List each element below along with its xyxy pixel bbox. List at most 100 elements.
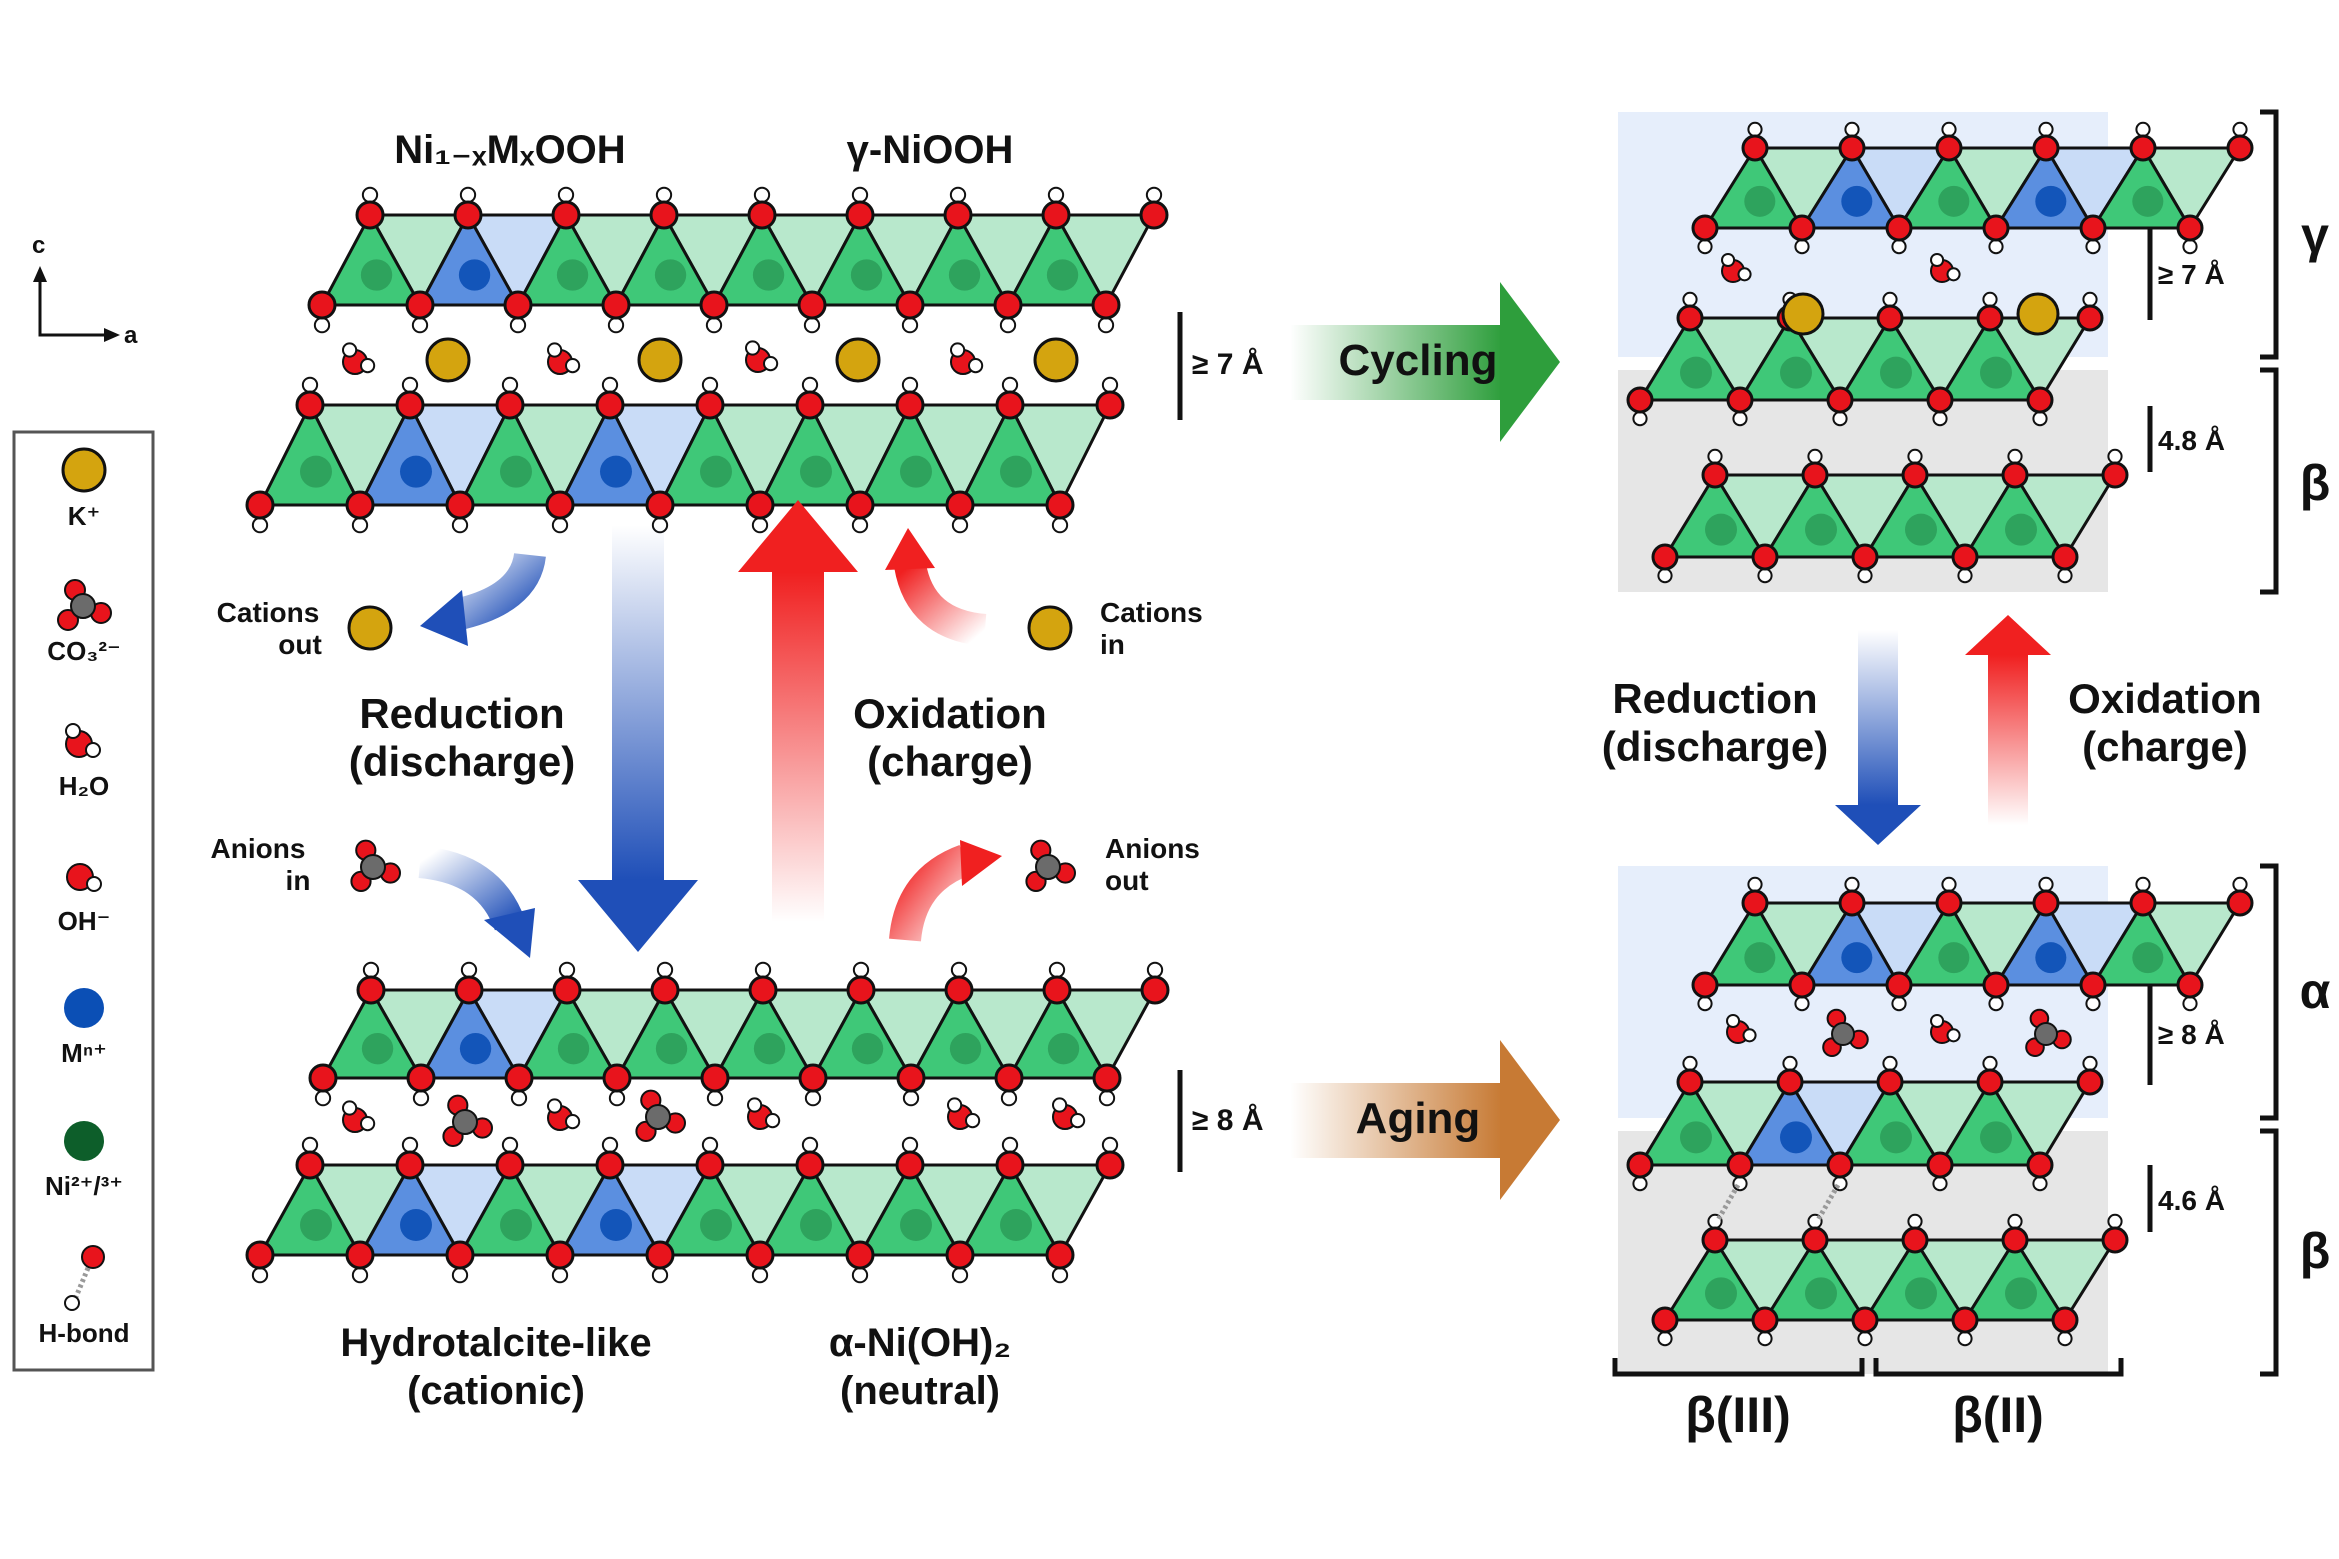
oxygen-atom [745, 490, 775, 520]
hydrogen-atom [801, 376, 819, 394]
water-hydrogen [765, 1113, 781, 1129]
right-alpha-upper-layer [1691, 876, 2254, 1012]
octahedron-face [320, 986, 424, 1080]
hydrogen-atom [510, 1090, 528, 1107]
oxidation-label-left-line1: Oxidation [853, 690, 1047, 737]
water-hydrogen [1721, 252, 1736, 268]
cations-in-arrow [885, 528, 987, 646]
hydrogen-atom [1707, 448, 1723, 464]
ni-ion [2005, 513, 2037, 546]
oxygen-atom [1741, 889, 1769, 917]
oxygen-atom [1041, 200, 1071, 230]
k-ion [2016, 292, 2060, 336]
legend-ni-ion-label: Ni²⁺/³⁺ [45, 1171, 123, 1201]
oxidation-label-right-line1: Oxidation [2068, 675, 2262, 722]
hydrogen-atom [2085, 239, 2101, 255]
oxygen-atom [1676, 304, 1704, 332]
ni-ion [753, 1032, 786, 1065]
oxygen-atom [798, 1063, 828, 1093]
beta-iii-bracket [1612, 1358, 1865, 1377]
oxygen-atom [1826, 1151, 1854, 1179]
hydrogen-atom [1882, 1055, 1898, 1072]
oxygen-atom [1691, 971, 1719, 999]
hydrogen-atom [401, 376, 419, 394]
oxygen-atom [1876, 1068, 1904, 1096]
ni-ion [1980, 1121, 2012, 1154]
oxygen-atom [355, 200, 385, 230]
octahedron-face [809, 211, 913, 307]
water-hydrogen [1070, 1113, 1086, 1129]
oxygen-atom [945, 1240, 975, 1270]
hydrogen-atom [1957, 1331, 1973, 1347]
cations-in-label-line1: Cations [1100, 597, 1203, 628]
anions-out-arrow [889, 840, 1002, 942]
hydrogen-atom [1982, 1055, 1998, 1072]
hydrogen-atom [655, 186, 673, 204]
anions-out-label-line2: out [1105, 865, 1149, 896]
oxygen-atom [649, 200, 679, 230]
oxygen-atom [2101, 461, 2129, 489]
oxygen-atom [2051, 543, 2079, 571]
oxidation-arrow-right [1965, 615, 2051, 825]
hydrogen-atom [1098, 1090, 1116, 1107]
octahedron-face [711, 211, 815, 307]
hydrogen-atom [2182, 996, 2198, 1012]
water-molecule [1726, 1013, 1757, 1044]
hydrogen-atom [301, 376, 319, 394]
right-alpha-lower-layer [1626, 1055, 2104, 1192]
ni-ion [700, 1209, 732, 1241]
oxygen-atom [2226, 889, 2254, 917]
oxygen-atom [395, 390, 425, 420]
hydrogen-atom [1001, 1136, 1019, 1153]
hydrogen-atom [1988, 996, 2004, 1012]
oxygen-atom [895, 1150, 925, 1180]
legend-water-icon [65, 723, 101, 758]
oxygen-atom [1045, 1240, 1075, 1270]
hydrogen-atom [949, 186, 967, 204]
h-bond [1715, 1183, 1741, 1222]
oxygen-atom [945, 490, 975, 520]
cations-out-arrow [420, 552, 546, 646]
m-ion [400, 455, 432, 488]
hydrogen-atom [1932, 411, 1948, 427]
octahedron-face [712, 986, 816, 1080]
hydrogen-atom [2135, 876, 2151, 893]
ni-ion [1680, 1121, 1712, 1154]
hydrogen-atom [2032, 1176, 2048, 1192]
oxygen-atom [1935, 134, 1963, 162]
oxygen-atom [245, 1240, 275, 1270]
oxygen-atom [1751, 1306, 1779, 1334]
hydrogen-atom [362, 961, 380, 978]
oxygen-atom [1651, 1306, 1679, 1334]
oxygen-atom [1095, 390, 1125, 420]
hydrogen-atom [901, 1136, 919, 1153]
legend-hydroxide-icon [66, 863, 102, 892]
oxygen-atom [445, 1240, 475, 1270]
hydrogen-atom [1932, 1176, 1948, 1192]
octahedron-face [1737, 315, 1843, 402]
title-gamma-niooh: γ-NiOOH [847, 128, 1014, 172]
oxidation-label-left-line2: (charge) [867, 738, 1033, 785]
octahedron-face [757, 401, 863, 507]
octahedron-face [857, 1161, 963, 1257]
water-molecule [950, 342, 984, 375]
m-ion [458, 259, 491, 291]
oxygen-atom [1701, 1226, 1729, 1254]
octahedron-face [357, 401, 463, 507]
m-ion [1841, 942, 1873, 974]
oxygen-atom [1976, 304, 2004, 332]
legend-carbonate-icon [57, 579, 112, 631]
water-molecule [1052, 1097, 1086, 1130]
water-hydrogen [965, 1113, 981, 1129]
oxygen-atom [1951, 1306, 1979, 1334]
hydrogen-atom [2082, 291, 2098, 307]
octahedron-face [515, 211, 619, 307]
oxidation-arrow-left [738, 500, 858, 922]
hydrogen-atom [460, 961, 478, 978]
hydrogen-atom [851, 517, 869, 534]
octahedron-face [1862, 1237, 1968, 1322]
oxygen-atom [650, 975, 680, 1005]
m-ion [1841, 185, 1873, 217]
octahedron-face [1637, 315, 1743, 402]
hydrogen-atom [804, 1090, 822, 1107]
